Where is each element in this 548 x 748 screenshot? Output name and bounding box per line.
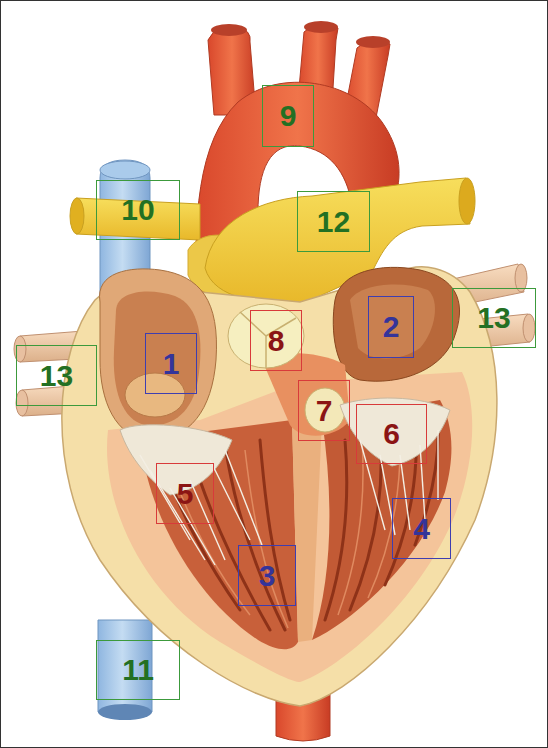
callout-number: 2 <box>383 312 400 342</box>
callout-number: 6 <box>383 419 400 449</box>
callout-number: 9 <box>280 101 297 131</box>
callout-box: 9 <box>262 85 314 147</box>
callout-box: 3 <box>238 545 296 606</box>
callout-number: 1 <box>163 349 180 379</box>
callout-number: 13 <box>40 361 73 391</box>
callout-number: 13 <box>477 303 510 333</box>
callout-box: 13 <box>452 288 536 348</box>
callout-box: 4 <box>392 498 451 559</box>
callout-box: 7 <box>298 380 350 441</box>
callout-box: 8 <box>250 310 302 371</box>
callout-box: 11 <box>96 640 180 700</box>
callout-number: 7 <box>316 396 333 426</box>
callout-number: 3 <box>259 561 276 591</box>
callout-box: 1 <box>145 333 197 394</box>
callout-number: 11 <box>122 655 154 685</box>
callout-box: 6 <box>356 404 427 464</box>
callout-number: 12 <box>317 207 350 237</box>
callout-box: 10 <box>96 180 180 240</box>
callout-box: 2 <box>368 296 414 358</box>
callout-number: 8 <box>268 326 285 356</box>
callout-box: 5 <box>156 463 214 524</box>
callout-box: 13 <box>16 345 97 406</box>
callout-number: 5 <box>177 479 194 509</box>
callout-number: 10 <box>121 195 154 225</box>
callout-box: 12 <box>297 191 370 252</box>
callout-number: 4 <box>413 514 430 544</box>
